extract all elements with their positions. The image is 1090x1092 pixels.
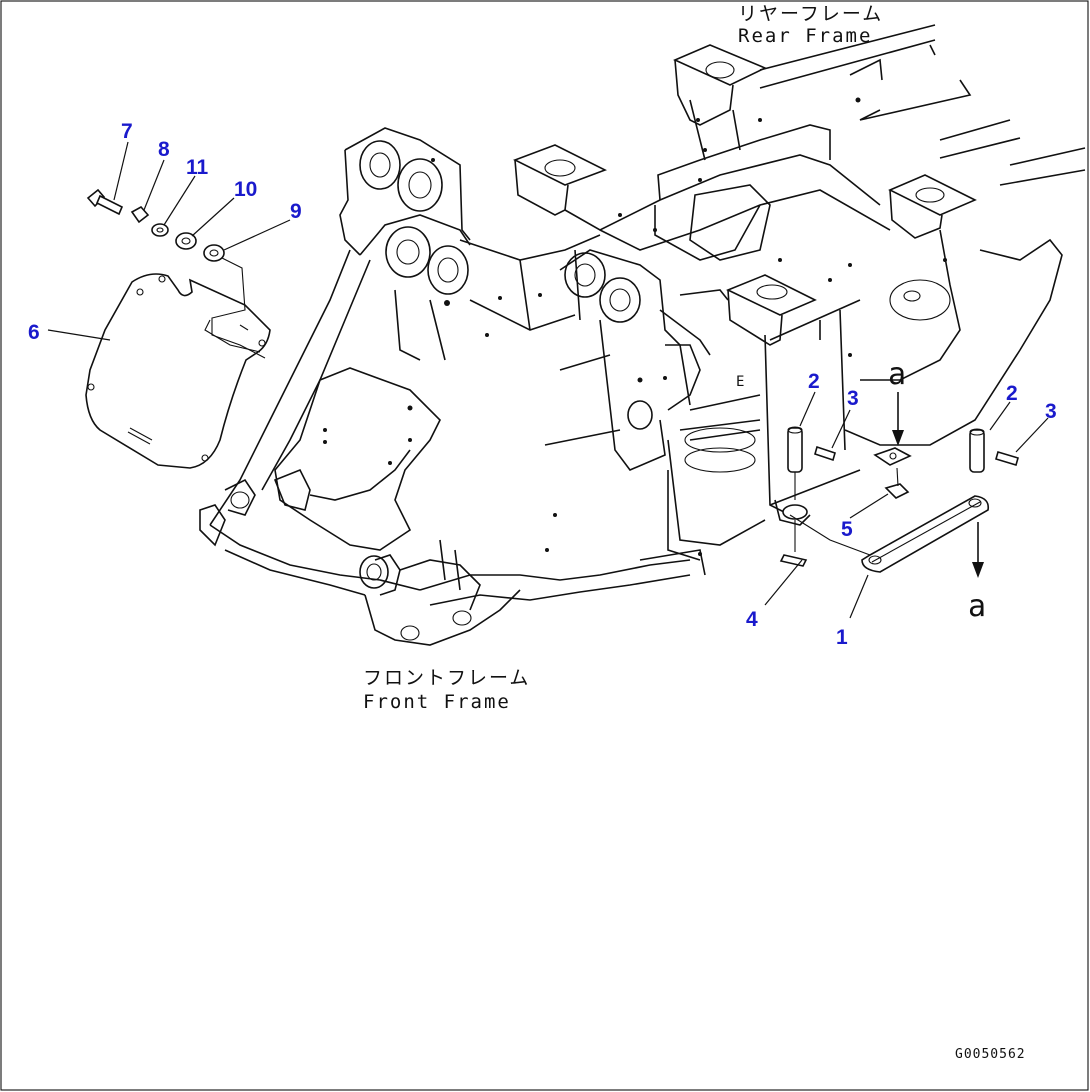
- callout-1: 1: [836, 626, 848, 649]
- cover-plate-part-6: [85, 273, 271, 469]
- callout-numbers: 1 2 3 2 3 4 5 6 7 8 9 10 11: [28, 120, 1057, 649]
- view-a-bottom-letter: a: [968, 589, 986, 624]
- rear-frame-en-label: Rear Frame: [738, 25, 872, 47]
- callout-9: 9: [290, 200, 302, 223]
- leader-lines: [47, 141, 1049, 619]
- drawing-code: G0050562: [955, 1047, 1026, 1062]
- callout-4: 4: [746, 608, 758, 631]
- lock-bar-assembly: [779, 392, 1019, 578]
- callout-5: 5: [841, 518, 853, 541]
- callout-10: 10: [234, 178, 257, 201]
- callout-3-left: 3: [847, 387, 859, 410]
- rear-frame-drawing: E: [513, 24, 1086, 546]
- fastener-set: [86, 188, 266, 359]
- callout-7: 7: [121, 120, 133, 143]
- callout-2-left: 2: [808, 370, 820, 393]
- svg-text:E: E: [736, 374, 746, 390]
- callout-8: 8: [158, 138, 170, 161]
- front-frame-jp-label: フロントフレーム: [363, 667, 530, 689]
- callout-2-right: 2: [1006, 382, 1018, 405]
- frame-labels: リヤーフレーム Rear Frame フロントフレーム Front Frame …: [363, 3, 1026, 1062]
- rear-frame-jp-label: リヤーフレーム: [738, 3, 883, 25]
- callout-3-right: 3: [1045, 400, 1057, 423]
- callout-11: 11: [186, 156, 209, 179]
- front-frame-en-label: Front Frame: [363, 691, 511, 713]
- front-frame-drawing: [199, 127, 706, 646]
- callout-6: 6: [28, 321, 40, 344]
- view-a-top-letter: a: [888, 357, 906, 392]
